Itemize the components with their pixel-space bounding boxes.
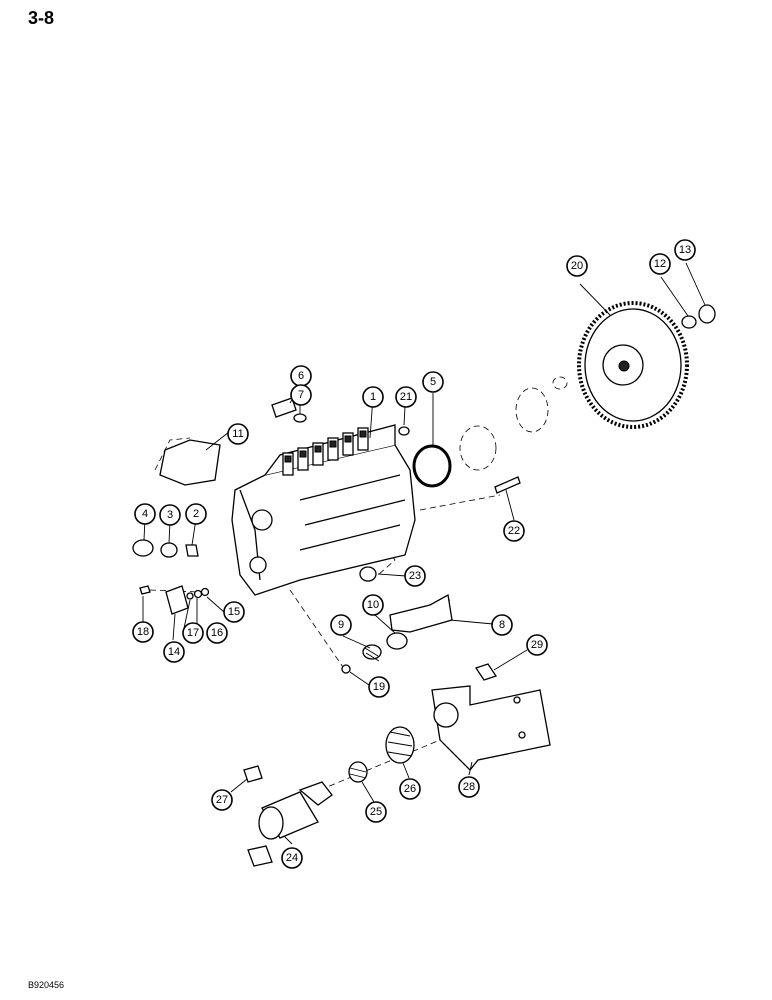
bolt-29 [474,663,498,681]
callout-29: 29 [526,634,548,656]
callout-21: 21 [395,386,417,408]
callout-28: 28 [458,776,480,798]
bracket-slot-2 [518,731,526,739]
svg-text:28: 28 [463,781,475,793]
injection-pump [231,424,416,596]
svg-text:16: 16 [211,627,223,639]
callout-11: 11 [227,423,249,445]
nut-15 [200,587,210,597]
hub-plate [459,425,497,471]
page-number: 3-8 [28,8,55,28]
svg-text:6: 6 [298,370,304,382]
svg-text:29: 29 [531,639,543,651]
solenoid-24 [247,781,333,867]
bolt-2 [185,544,199,557]
bolt-18 [139,585,151,595]
svg-text:27: 27 [216,794,228,806]
svg-text:9: 9 [338,619,344,631]
callout-8: 8 [491,614,513,636]
callout-16: 16 [206,622,228,644]
callout-14: 14 [163,641,185,663]
svg-text:11: 11 [232,428,243,440]
callout-18: 18 [132,621,154,643]
svg-text:19: 19 [373,681,385,693]
svg-text:3: 3 [167,509,173,521]
svg-text:13: 13 [679,244,691,256]
hub-washer [552,376,568,390]
callout-4: 4 [134,503,156,525]
svg-text:24: 24 [286,852,298,864]
spring-9 [362,644,382,662]
washer-17 [186,592,194,600]
svg-text:2: 2 [193,508,199,520]
callout-3: 3 [159,504,181,526]
callout-25: 25 [365,801,387,823]
svg-text:5: 5 [430,376,436,388]
svg-text:23: 23 [409,570,421,582]
svg-text:4: 4 [142,508,148,520]
figure-id: B920456 [28,980,65,990]
boot-26 [385,726,415,764]
seal-ring-5 [412,444,452,488]
svg-text:1: 1 [370,391,376,403]
bracket-28 [431,685,551,771]
lever-8 [389,593,453,633]
bushing-10 [386,632,408,650]
svg-text:21: 21 [400,391,412,403]
delivery-valves [282,427,369,476]
callout-27: 27 [211,789,233,811]
drive-gear-20 [577,301,689,429]
svg-text:20: 20 [571,260,583,272]
leader-lines [142,262,706,845]
bolt-27 [243,765,263,783]
washer-12 [681,315,697,329]
o-ring-21 [398,426,410,436]
svg-text:17: 17 [187,627,199,639]
callout-19: 19 [368,676,390,698]
callout-2: 2 [185,503,207,525]
washer-16 [193,589,203,599]
spring-25 [348,761,368,783]
svg-text:7: 7 [298,389,304,401]
callout-5: 5 [422,371,444,393]
callout-12: 12 [649,253,671,275]
svg-text:25: 25 [370,806,382,818]
callout-6: 6 [290,365,312,387]
bracket-14 [165,585,189,615]
svg-text:8: 8 [499,619,505,631]
svg-text:15: 15 [228,606,240,618]
fitting-4 [132,539,154,557]
callout-26: 26 [399,778,421,800]
bracket-slot-1 [513,696,521,704]
callout-7: 7 [290,384,312,406]
svg-text:22: 22 [508,525,520,537]
stud-22 [494,476,521,494]
svg-text:12: 12 [654,258,666,270]
callout-24: 24 [281,847,303,869]
washer-3 [160,542,178,558]
callout-15: 15 [223,601,245,623]
callout-9: 9 [330,614,352,636]
callout-22: 22 [503,520,525,542]
svg-text:14: 14 [168,646,180,658]
callout-1: 1 [362,386,384,408]
svg-text:18: 18 [137,626,149,638]
callout-20: 20 [566,255,588,277]
callout-13: 13 [674,239,696,261]
gasket-11 [159,439,221,486]
bracket-hole [433,702,459,728]
nut-13 [698,304,716,324]
plug-23 [359,566,377,582]
svg-text:26: 26 [404,783,416,795]
svg-text:10: 10 [367,599,379,611]
callout-10: 10 [362,594,384,616]
callout-17: 17 [182,622,204,644]
callout-23: 23 [404,565,426,587]
hub-plate-2 [515,387,549,433]
washer-7 [293,413,307,423]
ring-19 [341,664,351,674]
gasket-11-outline [154,437,191,471]
